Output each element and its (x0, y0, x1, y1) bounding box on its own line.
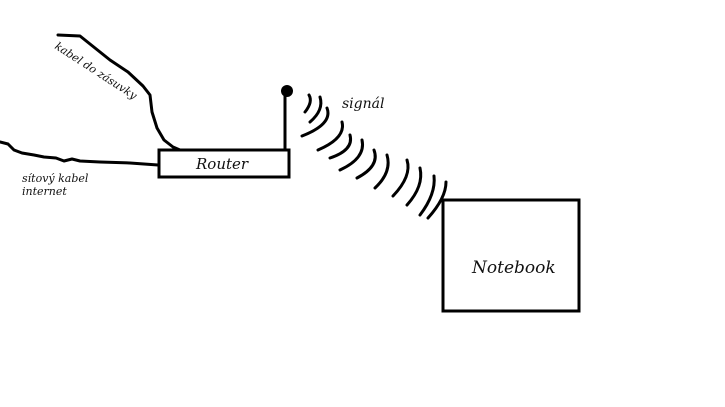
signal-wave (418, 174, 436, 217)
signal-wave (300, 106, 330, 138)
power-cable (56, 33, 182, 152)
signal-wave (338, 138, 365, 172)
signal-label: signál (342, 96, 384, 112)
antenna-tip (281, 85, 293, 97)
notebook-label: Notebook (471, 258, 556, 278)
signal-wave (308, 95, 323, 124)
network-cable (0, 140, 160, 167)
signal-wave (373, 153, 390, 190)
signal-wave (355, 148, 377, 180)
router-label: Router (195, 155, 249, 173)
signal-wave (303, 93, 312, 114)
signal-waves (300, 93, 448, 220)
network-cable-label-line1: sítový kabel (22, 172, 89, 185)
network-cable-label-line2: internet (22, 185, 67, 198)
notebook-box (441, 198, 581, 313)
router-box (157, 148, 291, 179)
signal-wave (405, 166, 423, 207)
signal-wave (316, 120, 344, 152)
signal-wave (328, 133, 353, 160)
signal-wave (391, 158, 410, 198)
